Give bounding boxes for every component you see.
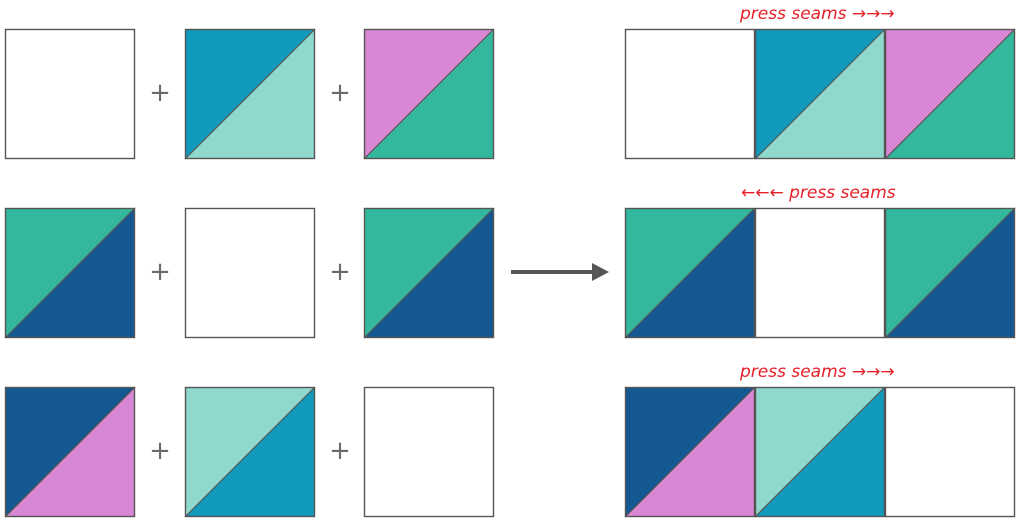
row-2-plus-sign-1: + — [149, 257, 171, 287]
row-2-sewn-block-3-seam — [884, 207, 1016, 339]
row-1-block-2-outline — [184, 28, 316, 160]
row-3-block-2-seam — [184, 386, 316, 518]
row-2-sewn-block-2-fill — [755, 208, 885, 338]
row-1-block-1-outline — [4, 28, 136, 160]
row-2-block-3-seam — [363, 207, 495, 339]
row-2-block-1-seam — [4, 207, 136, 339]
row-3-sewn-block-3-fill — [885, 387, 1015, 517]
row-1-sewn-block-3-seam — [884, 28, 1016, 160]
row-1-sewn-block-1-fill — [625, 29, 755, 159]
row-2-block-2-fill — [185, 208, 315, 338]
row-2-plus-sign-2: + — [329, 257, 351, 287]
row-3-block-3-fill — [364, 387, 494, 517]
row-2-sewn-block-1-outline — [624, 207, 756, 339]
row-3-sewn-block-2-outline — [754, 386, 886, 518]
row-1-block-2-seam — [184, 28, 316, 160]
row-3-plus-sign-2: + — [329, 436, 351, 466]
row-2-sewn-block-2-outline — [754, 207, 886, 339]
row-3-sewn-block-1-outline — [624, 386, 756, 518]
row-3-block-3-outline — [363, 386, 495, 518]
row-3-plus-sign-1: + — [149, 436, 171, 466]
row-2-press-seams-note: ←←← press seams — [741, 183, 896, 203]
row-2-block-3-outline — [363, 207, 495, 339]
row-1-sewn-block-2-seam — [754, 28, 886, 160]
row-1-sewn-block-1-outline — [624, 28, 756, 160]
row-1-plus-sign-2: + — [329, 78, 351, 108]
row-1-block-1-fill — [5, 29, 135, 159]
row-3-sewn-block-2-seam — [754, 386, 886, 518]
row-2-block-1-outline — [4, 207, 136, 339]
row-3-sewn-block-3-outline — [884, 386, 1016, 518]
row-1-block-3-seam — [363, 28, 495, 160]
row-1-sewn-block-2-outline — [754, 28, 886, 160]
row-1-press-seams-note: press seams →→→ — [740, 4, 895, 24]
row-2-sewn-block-1-seam — [624, 207, 756, 339]
row-3-sewn-block-1-seam — [624, 386, 756, 518]
row-1-sewn-block-3-outline — [884, 28, 1016, 160]
row-1-plus-sign-1: + — [149, 78, 171, 108]
row-3-press-seams-note: press seams →→→ — [740, 362, 895, 382]
row-3-block-1-outline — [4, 386, 136, 518]
row-1-block-3-outline — [363, 28, 495, 160]
row-2-block-2-outline — [184, 207, 316, 339]
row-2-sewn-block-3-outline — [884, 207, 1016, 339]
row-3-block-1-seam — [4, 386, 136, 518]
sew-arrow-icon — [592, 263, 609, 281]
row-3-block-2-outline — [184, 386, 316, 518]
